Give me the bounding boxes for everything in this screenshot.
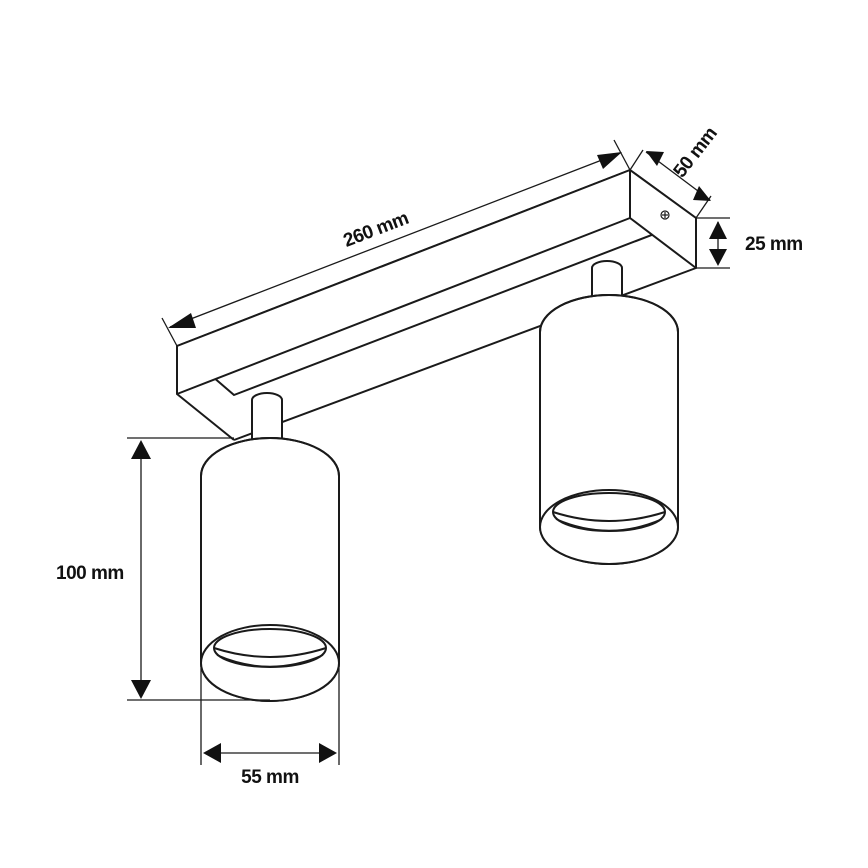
label-length: 260 mm: [341, 208, 412, 252]
dim-depth: [629, 149, 712, 219]
dim-height: [696, 217, 730, 269]
label-depth: 50 mm: [670, 123, 722, 181]
label-spot-diameter: 55 mm: [241, 767, 299, 788]
dim-length: [161, 139, 631, 347]
label-spot-height: 100 mm: [56, 563, 124, 584]
spot-right-stem: [591, 260, 623, 301]
label-height: 25 mm: [745, 234, 803, 255]
dimension-lines: [127, 139, 730, 765]
dim-spot-diameter: [200, 663, 340, 765]
screw-icon: [660, 210, 670, 220]
spot-left-stem: [251, 392, 283, 441]
spotlight-right: [539, 260, 679, 565]
spotlight-left: [200, 392, 340, 702]
dim-spot-height: [127, 437, 270, 701]
